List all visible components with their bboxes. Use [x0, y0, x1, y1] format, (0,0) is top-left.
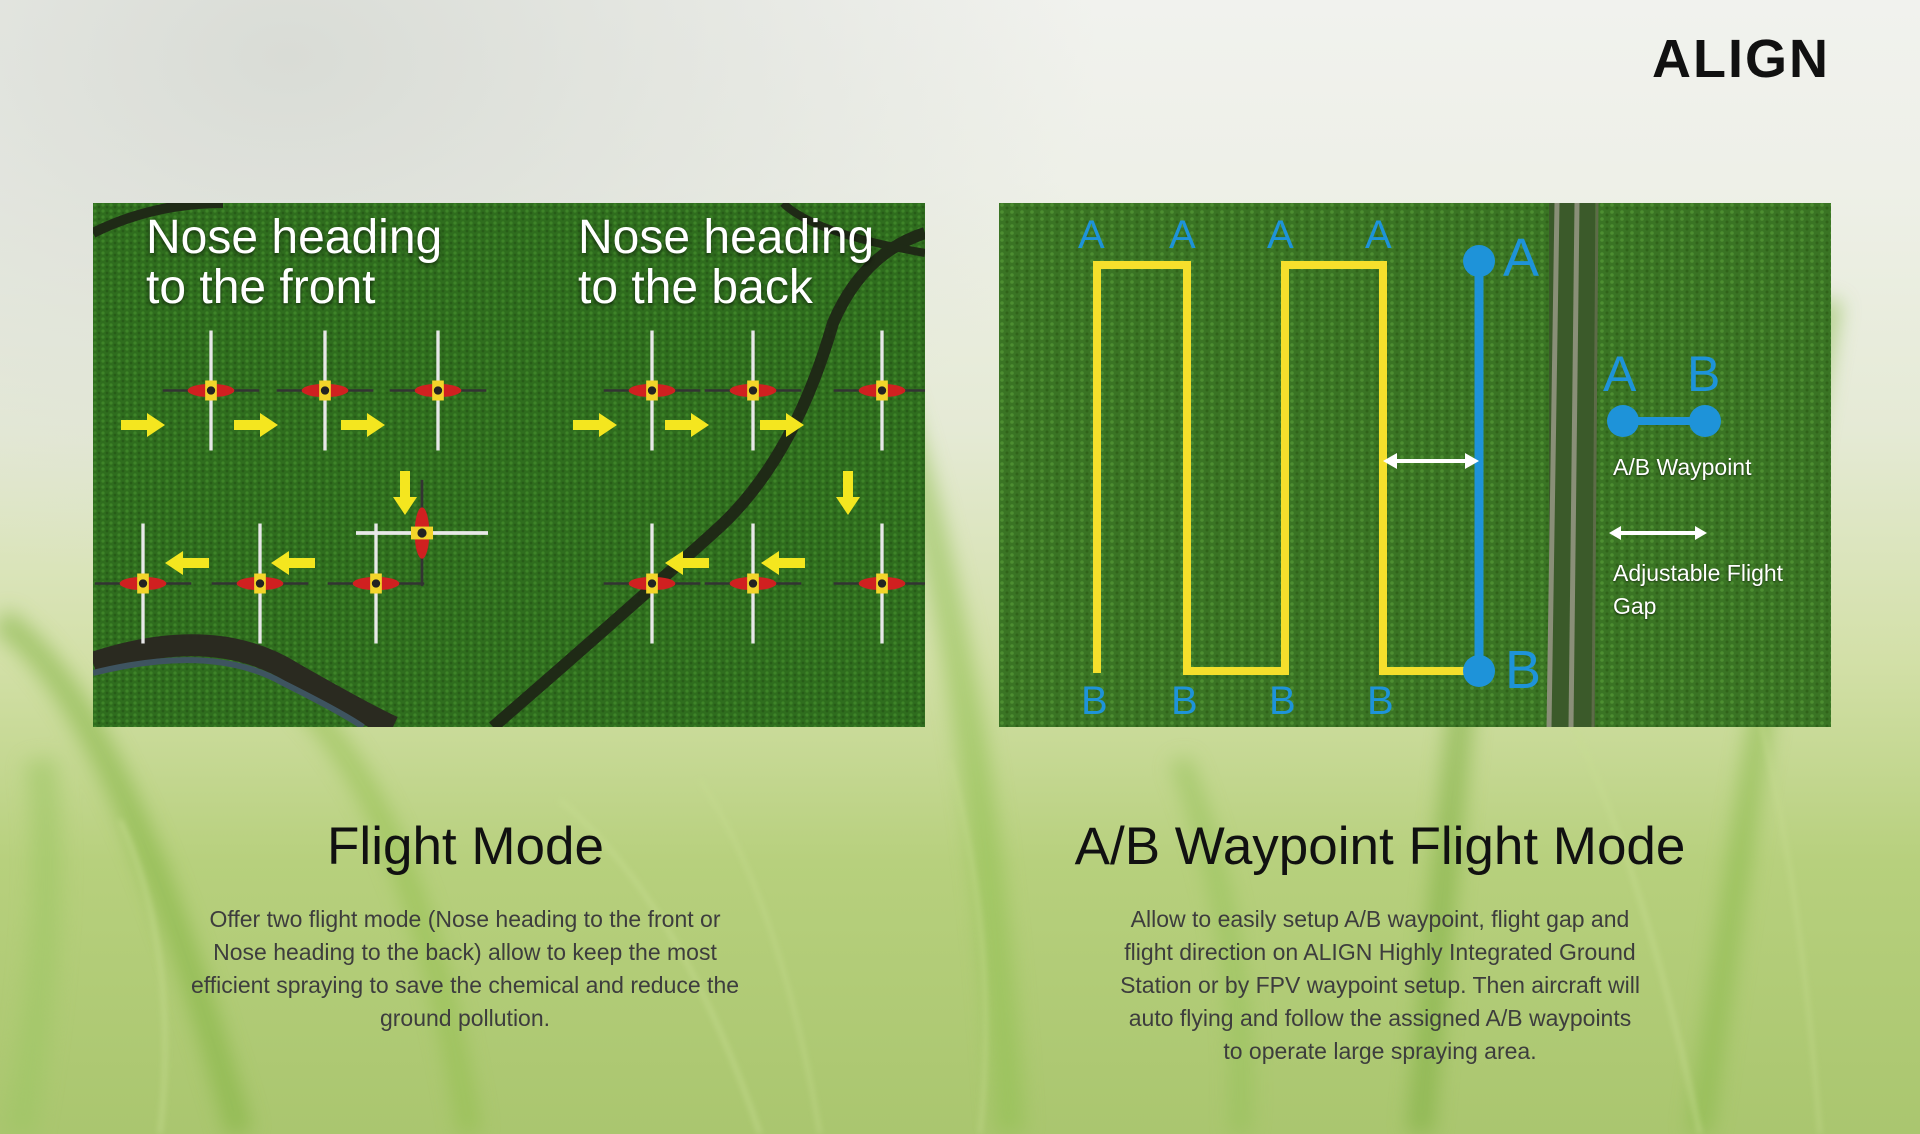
line-b-label: B	[1505, 640, 1542, 700]
flight-mode-description: Offer two flight mode (Nose heading to t…	[150, 903, 780, 1035]
description-line: Offer two flight mode (Nose heading to t…	[209, 906, 721, 932]
waypoint-b-label: B	[1171, 679, 1198, 723]
waypoint-b-label: B	[1081, 679, 1108, 723]
ab-waypoint-description: Allow to easily setup A/B waypoint, flig…	[1080, 903, 1680, 1068]
description-line: to operate large spraying area.	[1223, 1038, 1537, 1064]
caption-back: Nose heading to the back	[578, 213, 874, 313]
caption-front-line2: to the front	[146, 261, 376, 314]
caption-front: Nose heading to the front	[146, 213, 442, 313]
legend-gap-line2: Gap	[1613, 593, 1657, 619]
legend-waypoint-icon	[1607, 405, 1721, 437]
ab-waypoint-image: A A A A B B B B A B A B A/B Waypoint Adj…	[999, 203, 1831, 727]
legend-gap-line1: Adjustable Flight	[1613, 560, 1784, 586]
align-logo: ALIGN	[1652, 29, 1830, 89]
waypoint-a-label: A	[1169, 213, 1196, 257]
description-line: Station or by FPV waypoint setup. Then a…	[1120, 972, 1640, 998]
legend-gap-icon	[1609, 526, 1707, 540]
description-line: Nose heading to the back) allow to keep …	[213, 939, 717, 965]
description-line: ground pollution.	[379, 1005, 551, 1031]
description-line: flight direction on ALIGN Highly Integra…	[1124, 939, 1636, 965]
waypoint-b-label: B	[1269, 679, 1296, 723]
waypoint-a-label: A	[1267, 213, 1294, 257]
flight-mode-title: Flight Mode	[327, 817, 604, 876]
legend-waypoint-label: A/B Waypoint	[1613, 454, 1752, 480]
caption-back-line1: Nose heading	[578, 211, 875, 264]
yellow-flight-path	[1093, 261, 1475, 675]
caption-back-line2: to the back	[578, 261, 813, 314]
blue-ab-line	[1463, 245, 1495, 687]
waypoint-a-label: A	[1078, 213, 1105, 257]
legend-a-label: A	[1603, 346, 1637, 402]
description-line: Allow to easily setup A/B waypoint, flig…	[1130, 906, 1630, 932]
line-a-label: A	[1503, 228, 1540, 288]
caption-front-line1: Nose heading	[146, 211, 443, 264]
legend-gap-label: Adjustable Flight Gap	[1613, 557, 1783, 623]
waypoint-a-label: A	[1365, 213, 1392, 257]
waypoint-b-label: B	[1367, 679, 1394, 723]
double-arrow-icon	[1383, 453, 1479, 469]
description-line: efficient spraying to save the chemical …	[190, 972, 740, 998]
description-line: auto flying and follow the assigned A/B …	[1128, 1005, 1632, 1031]
flight-mode-image: Nose heading to the front Nose heading t…	[93, 203, 925, 727]
ab-waypoint-title: A/B Waypoint Flight Mode	[1074, 817, 1686, 876]
legend-b-label: B	[1687, 346, 1721, 402]
